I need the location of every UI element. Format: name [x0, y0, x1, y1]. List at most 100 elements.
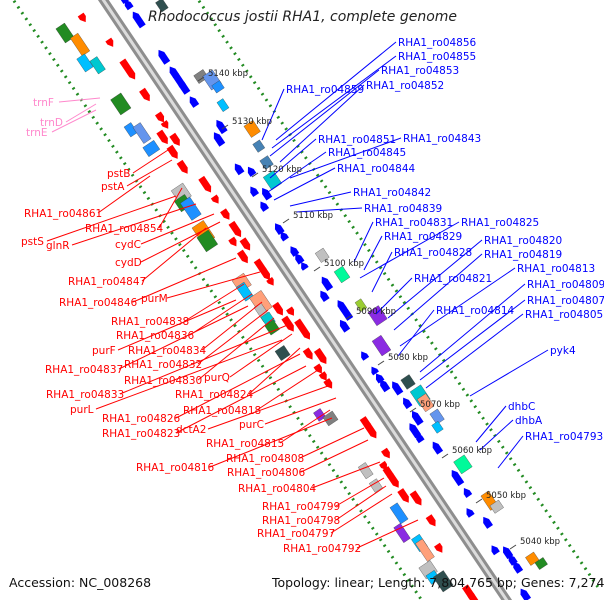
- gene-label[interactable]: RHA1_ro04838: [111, 316, 189, 328]
- gene-label[interactable]: RHA1_ro04807: [527, 295, 604, 307]
- gene-label[interactable]: RHA1_ro04823: [102, 428, 180, 440]
- gene-label[interactable]: RHA1_ro04808: [226, 453, 304, 465]
- label-leader-line: [65, 103, 97, 123]
- gene-label[interactable]: RHA1_ro04819: [484, 249, 562, 261]
- gene-label[interactable]: RHA1_ro04839: [364, 203, 442, 215]
- gene-label[interactable]: dhbA: [515, 415, 543, 427]
- gene-label[interactable]: trnD: [40, 117, 63, 129]
- gene-label[interactable]: RHA1_ro04837: [45, 364, 123, 376]
- ruler-tick: [377, 360, 385, 366]
- label-leader-line: [118, 305, 249, 370]
- gene-label[interactable]: RHA1_ro04851: [318, 134, 396, 146]
- gene-label[interactable]: RHA1_ro04845: [328, 147, 406, 159]
- feature-block: [314, 247, 330, 263]
- gene-label[interactable]: RHA1_ro04852: [366, 80, 444, 92]
- feature-block: [211, 80, 225, 94]
- feature-block: [354, 298, 368, 312]
- gene-label[interactable]: pyk4: [550, 345, 576, 357]
- gene-label[interactable]: RHA1_ro04798: [262, 515, 340, 527]
- gene-label[interactable]: purF: [92, 345, 116, 357]
- feature-block: [368, 478, 383, 493]
- gene-label[interactable]: dhbC: [508, 401, 535, 413]
- gene-label[interactable]: trnF: [33, 97, 54, 109]
- gene-label[interactable]: RHA1_ro04855: [398, 51, 476, 63]
- gene-label[interactable]: RHA1_ro04792: [283, 543, 361, 555]
- gene-label[interactable]: RHA1_ro04846: [59, 297, 138, 309]
- gene-label[interactable]: RHA1_ro04831: [375, 217, 453, 229]
- gene-label[interactable]: purQ: [204, 372, 230, 384]
- label-leader-line: [363, 235, 383, 271]
- gene-label[interactable]: RHA1_ro04826: [102, 413, 181, 425]
- gene-label[interactable]: pstB: [107, 168, 130, 180]
- forward-gene-arrow: [272, 301, 283, 316]
- gene-label[interactable]: RHA1_ro04793: [525, 431, 603, 443]
- label-leader-line: [335, 477, 385, 507]
- label-leader-line: [197, 317, 275, 381]
- gene-label[interactable]: RHA1_ro04799: [262, 501, 340, 513]
- ruler-label: 5050 kbp: [486, 491, 526, 501]
- label-leader-line: [264, 397, 337, 425]
- gene-label[interactable]: cydC: [115, 239, 141, 251]
- gene-label[interactable]: RHA1_ro04805: [525, 309, 603, 321]
- gene-label[interactable]: RHA1_ro04844: [337, 163, 416, 175]
- gene-label[interactable]: RHA1_ro04836: [116, 330, 195, 342]
- gene-label[interactable]: RHA1_ro04824: [175, 389, 254, 401]
- reverse-gene-arrow: [491, 545, 500, 556]
- gene-label[interactable]: trnE: [26, 127, 48, 139]
- gene-label[interactable]: RHA1_ro04825: [461, 217, 539, 229]
- label-leader-line: [469, 349, 549, 397]
- gene-label[interactable]: RHA1_ro04814: [436, 305, 515, 317]
- gene-label[interactable]: pstA: [101, 181, 125, 193]
- gene-label[interactable]: RHA1_ro04856: [398, 37, 477, 49]
- gene-label[interactable]: dctA2: [176, 424, 206, 436]
- gene-label[interactable]: RHA1_ro04833: [46, 389, 124, 401]
- gene-label[interactable]: RHA1_ro04829: [384, 231, 462, 243]
- gene-label[interactable]: RHA1_ro04861: [24, 208, 102, 220]
- label-leader-line: [140, 221, 221, 263]
- reverse-gene-arrow: [158, 49, 171, 65]
- reverse-gene-arrow: [339, 319, 351, 333]
- gene-label[interactable]: RHA1_ro04816: [136, 462, 215, 474]
- label-leader-line: [119, 323, 291, 395]
- gene-label[interactable]: RHA1_ro04804: [238, 483, 317, 495]
- gene-label[interactable]: RHA1_ro04842: [353, 187, 431, 199]
- label-leader-line: [371, 251, 393, 293]
- gene-label[interactable]: RHA1_ro04834: [128, 345, 207, 357]
- gene-label[interactable]: RHA1_ro04818: [183, 405, 261, 417]
- label-leader-line: [126, 159, 173, 187]
- gene-label[interactable]: RHA1_ro04809: [527, 279, 604, 291]
- gene-label[interactable]: RHA1_ro04859: [286, 84, 364, 96]
- feature-block: [132, 122, 152, 144]
- forward-gene-arrow: [239, 237, 251, 251]
- gene-label[interactable]: RHA1_ro04830: [124, 375, 202, 387]
- gene-label[interactable]: RHA1_ro04832: [124, 359, 202, 371]
- gene-label[interactable]: cydD: [115, 257, 142, 269]
- gene-label[interactable]: purL: [70, 404, 94, 416]
- gene-label[interactable]: RHA1_ro04843: [403, 133, 481, 145]
- gene-label[interactable]: RHA1_ro04853: [381, 65, 459, 77]
- gene-label[interactable]: purC: [239, 419, 264, 431]
- gene-label[interactable]: purM: [141, 293, 168, 305]
- label-leader-line: [359, 221, 460, 279]
- label-leader-line: [353, 221, 374, 263]
- gene-label[interactable]: RHA1_ro04806: [227, 467, 306, 479]
- reverse-gene-arrow: [250, 186, 260, 197]
- gene-label[interactable]: pstS: [21, 236, 44, 248]
- gene-label[interactable]: glnR: [46, 240, 70, 252]
- gene-label[interactable]: RHA1_ro04847: [68, 276, 146, 288]
- label-leader-line: [132, 149, 169, 174]
- feature-block: [313, 408, 327, 422]
- gene-label[interactable]: RHA1_ro04797: [257, 528, 335, 540]
- gene-label[interactable]: RHA1_ro04815: [206, 438, 284, 450]
- feature-block: [333, 265, 351, 284]
- label-leader-line: [229, 333, 293, 378]
- label-leader-line: [279, 84, 365, 163]
- gene-label[interactable]: RHA1_ro04828: [394, 247, 472, 259]
- feature-block: [534, 557, 548, 570]
- label-leader-line: [335, 485, 387, 521]
- gene-label[interactable]: RHA1_ro04854: [85, 223, 164, 235]
- gene-label[interactable]: RHA1_ro04813: [517, 263, 595, 275]
- label-leader-line: [279, 409, 331, 444]
- gene-label[interactable]: RHA1_ro04820: [484, 235, 562, 247]
- gene-label[interactable]: RHA1_ro04821: [414, 273, 492, 285]
